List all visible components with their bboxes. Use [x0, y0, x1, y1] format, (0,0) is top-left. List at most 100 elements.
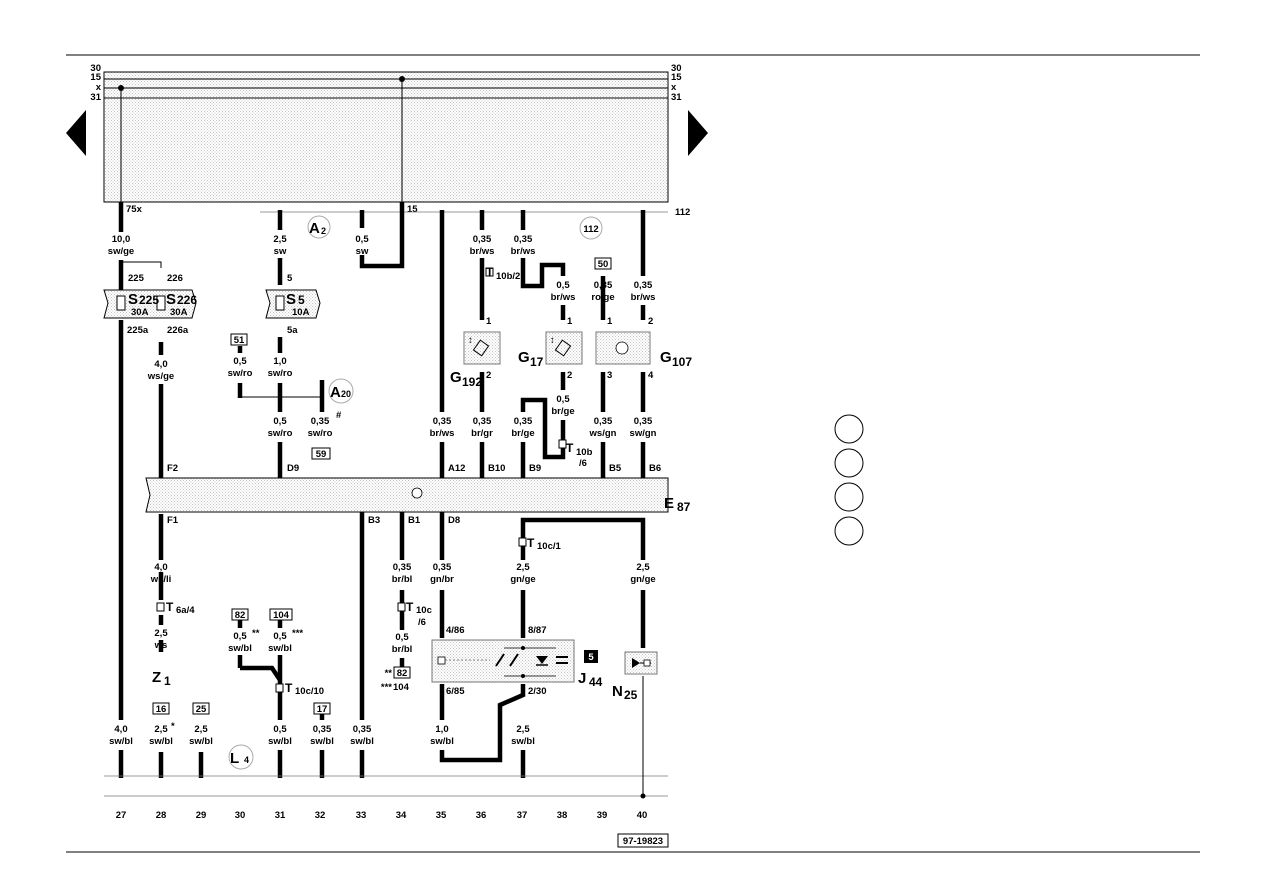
svg-text:L: L: [230, 750, 239, 767]
svg-text:A12: A12: [448, 463, 465, 474]
wires: [118, 202, 646, 778]
pin-label: 6/85: [446, 686, 465, 697]
next-page-arrow-icon[interactable]: [688, 110, 708, 156]
wire-size-label: 2,5: [194, 724, 208, 735]
fuse-letter: S: [128, 291, 138, 308]
column-number: 39: [597, 810, 608, 821]
column-number: 29: [196, 810, 207, 821]
relay-j44: 4/86 8/87 6/85 2/30 5 J 44: [431, 625, 603, 697]
wire-size-label: 0,5: [233, 631, 247, 642]
svg-text:T: T: [285, 681, 293, 695]
pin-label: 8/87: [528, 625, 547, 636]
wire-color-label: sw/ge: [108, 246, 134, 257]
control-unit-e87: E 87: [145, 477, 691, 514]
wire-size-label: 0,35: [393, 562, 412, 573]
component-letter: E: [664, 495, 674, 512]
wire-size-label: 2,5: [154, 628, 168, 639]
rail-label-x-right: x: [671, 82, 677, 93]
rail-label-15: 15: [90, 72, 101, 83]
wire-color-label: br/ws: [551, 292, 576, 303]
column-number: 34: [396, 810, 407, 821]
svg-text:A: A: [330, 384, 341, 401]
wire-size-label: 0,5: [556, 280, 570, 291]
fuse-letter: S: [286, 291, 296, 308]
central-electrics-panel: [103, 71, 669, 203]
column-number: 27: [116, 810, 127, 821]
relay-position-badge: 5: [588, 652, 594, 663]
svg-text:112: 112: [583, 224, 598, 235]
wire-color-label: sw/bl: [228, 643, 252, 654]
wire-size-label: 0,5: [556, 394, 570, 405]
connector-icons: T 10b/2 T 10b /6 T 10c/1 T 6a/4 T 10c /6…: [156, 265, 593, 697]
terminal-15: 15: [407, 204, 418, 215]
wire-color-label: sw/bl: [109, 736, 133, 747]
pin-label: 3: [607, 370, 612, 381]
svg-text:82: 82: [235, 610, 246, 621]
wire-color-label: gn/ge: [510, 574, 535, 585]
wire-labels-bottom: 4,0 ws/li 2,5 ws 0,35 br/bl 0,5 br/bl 0,…: [109, 562, 656, 747]
svg-text:B6: B6: [649, 463, 661, 474]
junction-dot: [399, 76, 405, 82]
svg-text:10b: 10b: [576, 447, 593, 458]
wire-size-label: 0,5: [273, 416, 287, 427]
component-number: 17: [530, 355, 544, 369]
svg-text:↕: ↕: [468, 335, 473, 346]
svg-text:B3: B3: [368, 515, 380, 526]
empty-circle: [834, 448, 864, 478]
wire-size-label: 0,5: [273, 631, 287, 642]
component-number: 1: [164, 674, 171, 688]
svg-text:T: T: [527, 536, 535, 550]
wire-color-label: ro/ge: [591, 292, 614, 303]
connection-a20: A 20: [328, 378, 354, 404]
fuse-output-label: 225a: [127, 325, 149, 336]
pin-label: 2: [567, 370, 572, 381]
wire-color-label: sw/bl: [268, 736, 292, 747]
svg-text:82: 82: [397, 668, 408, 679]
wire-color-label: br/ws: [631, 292, 656, 303]
component-z1: Z 1: [152, 669, 171, 688]
wire-size-label: 0,5: [395, 632, 409, 643]
wire-size-label: 0,5: [273, 724, 287, 735]
fuse-s225-s226: 225 226 S 225 30A S 226 30A 225a 226a: [103, 261, 197, 336]
column-number: 40: [637, 810, 648, 821]
component-letter: J: [578, 670, 586, 687]
wire-color-label: gn/br: [430, 574, 454, 585]
svg-text:2: 2: [321, 226, 326, 236]
terminal-112: 112: [675, 207, 690, 218]
svg-text:B5: B5: [609, 463, 622, 474]
column-number: 38: [557, 810, 568, 821]
wire-size-label: 0,35: [313, 724, 332, 735]
wire-color-label: sw/bl: [310, 736, 334, 747]
wire-size-label: 0,5: [233, 356, 247, 367]
svg-text:50: 50: [598, 259, 609, 270]
column-numbers: 27 28 29 30 31 32 33 34 35 36 37 38 39 4…: [116, 810, 648, 821]
wire-color-label: sw/gn: [630, 428, 657, 439]
previous-page-arrow-icon[interactable]: [66, 110, 86, 156]
wire-color-label: sw: [356, 246, 369, 257]
wire-size-label: 0,35: [433, 562, 452, 573]
svg-text:10c/10: 10c/10: [295, 686, 324, 697]
svg-text:25: 25: [196, 704, 207, 715]
pin-label: 2: [486, 370, 491, 381]
fuse-input-label: 5: [287, 273, 293, 284]
wire-size-label: 2,5: [273, 234, 287, 245]
pin-label: 1: [486, 316, 492, 327]
svg-text:B10: B10: [488, 463, 505, 474]
fuse-rating: 30A: [170, 307, 188, 318]
rail-labels: 30 15 x 31 30 15 x 31: [90, 63, 682, 103]
svg-text:10c: 10c: [416, 605, 432, 616]
wire-color-label: br/ws: [430, 428, 455, 439]
wire-size-label: 0,35: [514, 234, 533, 245]
doc-number: 97-19823: [623, 836, 663, 847]
wire-color-label: sw/bl: [149, 736, 173, 747]
fuse-input-label: 226: [167, 273, 183, 284]
svg-text:**: **: [385, 668, 393, 679]
column-number: 36: [476, 810, 487, 821]
component-letter: Z: [152, 669, 161, 686]
fuse-s5: 5 S 5 10A 5a: [265, 273, 321, 336]
svg-text:F2: F2: [167, 463, 178, 474]
fuse-input-label: 225: [128, 273, 145, 284]
wire-color-label: sw/bl: [511, 736, 535, 747]
connection-a2: A 2: [307, 215, 331, 239]
